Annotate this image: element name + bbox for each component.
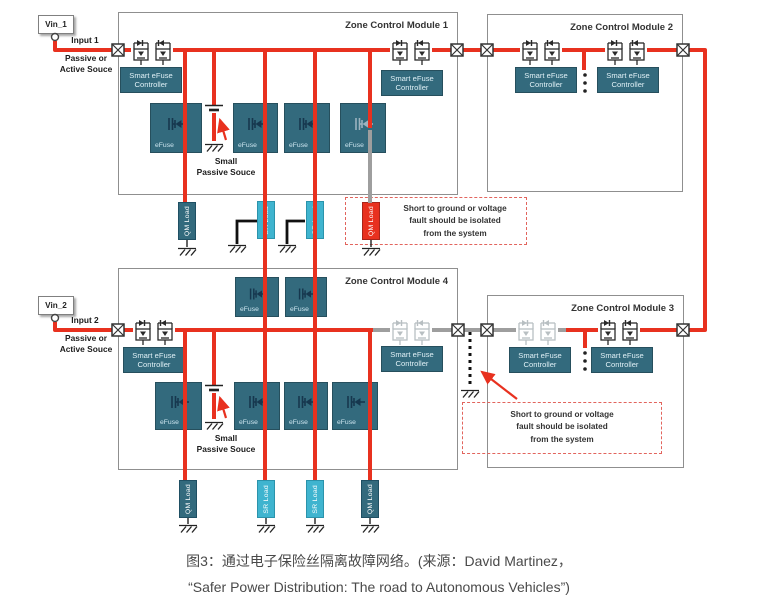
fault-note-text-1: Short to ground or voltage fault should … bbox=[386, 203, 524, 240]
ground-icon bbox=[178, 524, 198, 534]
ground-icon bbox=[256, 524, 276, 534]
mosfet-icon bbox=[351, 112, 375, 136]
ground-icon bbox=[177, 247, 197, 257]
efuse-label: eFuse bbox=[155, 142, 174, 149]
small-source-line: Small bbox=[214, 156, 238, 166]
smart-efuse-controller: Smart eFuse Controller bbox=[123, 347, 185, 373]
efuse-label: eFuse bbox=[345, 142, 364, 149]
fault-note-box-2 bbox=[462, 402, 662, 454]
small-source-line: Small bbox=[214, 433, 238, 443]
efuse-block-tripped: eFuse bbox=[340, 103, 386, 153]
mosfet-icon bbox=[244, 112, 268, 136]
input1-source-type: Passive or Active Souce bbox=[48, 53, 124, 74]
source-type-line: Active Souce bbox=[59, 63, 113, 74]
efuse-block: eFuse bbox=[284, 103, 330, 153]
qm-load: QM Load bbox=[361, 480, 379, 518]
load-label: SR Load bbox=[311, 484, 319, 514]
smart-efuse-controller: Smart eFuse Controller bbox=[597, 67, 659, 93]
zone-control-module-2: Zone Control Module 2 bbox=[487, 14, 683, 192]
mosfet-icon bbox=[164, 112, 188, 136]
efuse-block: eFuse bbox=[285, 277, 327, 317]
efuse-block: eFuse bbox=[150, 103, 202, 153]
efuse-label: eFuse bbox=[238, 142, 257, 149]
fault-note-text-2: Short to ground or voltage fault should … bbox=[470, 409, 654, 446]
load-label: SR Load bbox=[262, 484, 270, 514]
ground-icon bbox=[305, 524, 325, 534]
smart-efuse-controller: Smart eFuse Controller bbox=[591, 347, 653, 373]
note-line: Short to ground or voltage bbox=[510, 410, 614, 419]
mosfet-icon bbox=[343, 390, 367, 414]
mosfet-icon bbox=[246, 283, 268, 305]
efuse-label: eFuse bbox=[240, 306, 259, 313]
note-line: fault should be isolated bbox=[409, 216, 501, 226]
smart-efuse-controller: Smart eFuse Controller bbox=[381, 346, 443, 372]
terminal-icon bbox=[50, 32, 60, 42]
load-label: SR Load bbox=[311, 205, 319, 235]
load-label: SR Load bbox=[262, 205, 270, 235]
small-passive-source-label: Small Passive Souce bbox=[178, 156, 274, 177]
efuse-label: eFuse bbox=[160, 419, 179, 426]
vin2-source-box: Vin_2 bbox=[38, 296, 74, 315]
sr-load: SR Load bbox=[306, 480, 324, 518]
ground-icon bbox=[360, 524, 380, 534]
mosfet-icon bbox=[294, 390, 318, 414]
efuse-label: eFuse bbox=[289, 142, 308, 149]
load-label: QM Load bbox=[183, 205, 191, 237]
input1-label: Input 1 bbox=[71, 35, 99, 45]
note-line: from the system bbox=[423, 228, 487, 238]
mosfet-icon bbox=[295, 112, 319, 136]
input2-label: Input 2 bbox=[71, 315, 99, 325]
note-line: fault should be isolated bbox=[516, 422, 608, 432]
mosfet-icon bbox=[245, 390, 269, 414]
load-label: QM Load bbox=[366, 483, 374, 515]
efuse-block: eFuse bbox=[284, 382, 328, 430]
efuse-label: eFuse bbox=[239, 419, 258, 426]
ground-icon bbox=[277, 244, 297, 254]
sr-load: SR Load bbox=[306, 201, 324, 239]
mosfet-icon bbox=[167, 390, 191, 414]
vin1-source-box: Vin_1 bbox=[38, 15, 74, 34]
module-title: Zone Control Module 4 bbox=[345, 276, 448, 287]
source-type-line: Passive or bbox=[65, 333, 107, 343]
small-source-line: Passive Souce bbox=[196, 443, 256, 454]
smart-efuse-controller: Smart eFuse Controller bbox=[509, 347, 571, 373]
smart-efuse-controller: Smart eFuse Controller bbox=[381, 70, 443, 96]
efuse-block: eFuse bbox=[234, 382, 280, 430]
sr-load: SR Load bbox=[257, 201, 275, 239]
source-type-line: Active Souce bbox=[59, 343, 113, 354]
efuse-label: eFuse bbox=[290, 306, 309, 313]
note-line: Short to ground or voltage bbox=[403, 204, 507, 213]
sr-load: SR Load bbox=[257, 480, 275, 518]
mosfet-icon bbox=[295, 283, 317, 305]
qm-load: QM Load bbox=[178, 202, 196, 240]
note-line: from the system bbox=[530, 434, 594, 444]
ground-icon bbox=[460, 389, 480, 399]
small-source-line: Passive Souce bbox=[196, 166, 256, 177]
module-title: Zone Control Module 2 bbox=[570, 22, 673, 33]
qm-load: QM Load bbox=[179, 480, 197, 518]
source-type-line: Passive or bbox=[65, 53, 107, 63]
smart-efuse-controller: Smart eFuse Controller bbox=[120, 67, 182, 93]
ground-icon bbox=[227, 244, 247, 254]
figure-caption-line1: 图3：通过电子保险丝隔离故障网络。(来源：David Martinez， bbox=[186, 553, 572, 569]
smart-efuse-controller: Smart eFuse Controller bbox=[515, 67, 577, 93]
module-title: Zone Control Module 1 bbox=[345, 20, 448, 31]
ground-icon bbox=[361, 247, 381, 257]
small-passive-source-label: Small Passive Souce bbox=[178, 433, 274, 454]
efuse-block: eFuse bbox=[332, 382, 378, 430]
figure-caption-line2: “Safer Power Distribution: The road to A… bbox=[188, 579, 570, 595]
efuse-label: eFuse bbox=[337, 419, 356, 426]
efuse-block: eFuse bbox=[155, 382, 202, 430]
input2-source-type: Passive or Active Souce bbox=[48, 333, 124, 354]
efuse-label: eFuse bbox=[289, 419, 308, 426]
terminal-icon bbox=[50, 313, 60, 323]
efuse-block: eFuse bbox=[233, 103, 278, 153]
module-title: Zone Control Module 3 bbox=[571, 303, 674, 314]
efuse-block: eFuse bbox=[235, 277, 279, 317]
load-label: QM Load bbox=[184, 483, 192, 515]
